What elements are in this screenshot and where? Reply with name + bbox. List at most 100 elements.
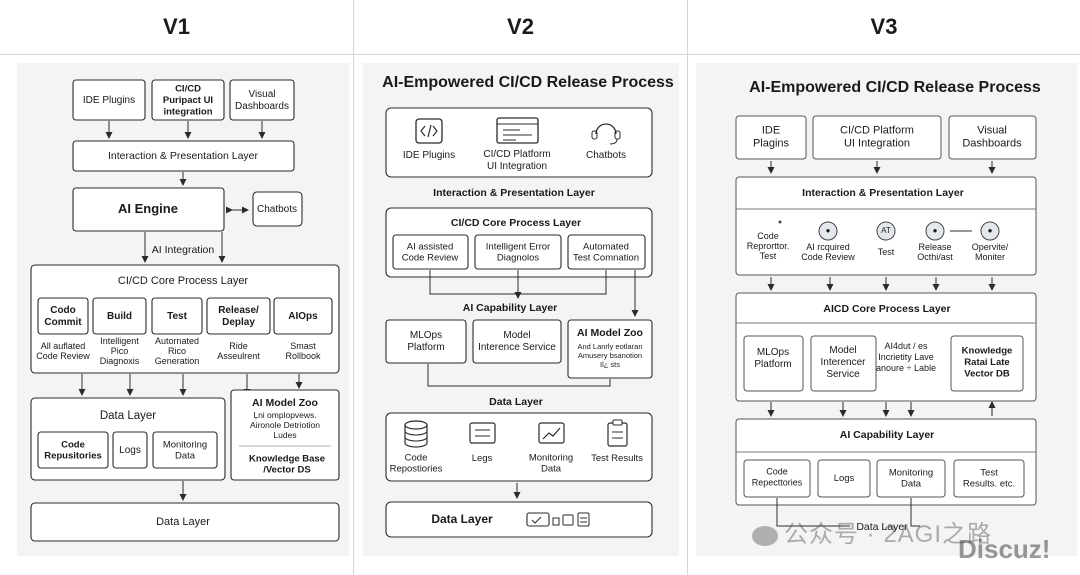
v3-step-icon — [925, 221, 945, 241]
v2-top-label: Chatbots — [586, 150, 626, 161]
v2-bottom-label: Data Layer — [431, 512, 493, 526]
v3-step-icon-label: ● — [826, 226, 831, 235]
v1-top-box — [229, 79, 295, 121]
v3-cap-item — [817, 459, 871, 498]
v2-model-zoo — [567, 319, 653, 379]
v1-core-item — [273, 297, 333, 335]
code-icon — [415, 118, 443, 144]
v1-kb-label: Knowledge Base/Vector DS — [249, 453, 325, 475]
v3-interaction-label: Interaction & Presentation Layer — [802, 187, 964, 199]
v1-data-title: Data Layer — [100, 410, 156, 422]
v2-top-label: IDE Plugins — [403, 150, 455, 161]
watermark-text: 公众号 · 2AGI之路 — [784, 521, 993, 548]
v1-integration-label: AI Integration — [152, 244, 215, 256]
v1-core-item — [151, 297, 203, 335]
v1-core-title: CI/CD Core Process Layer — [118, 275, 249, 287]
wechat-icon — [752, 525, 778, 546]
v2-core-item — [567, 234, 646, 270]
v1-chatbots-label: Chatbots — [257, 204, 297, 215]
column-header-v3: V3 — [688, 0, 1080, 55]
v1-core-item — [92, 297, 147, 335]
v1-core-item-label: Test — [167, 311, 187, 322]
v3-core-title: AICD Core Process Layer — [823, 303, 950, 315]
v1-core-item-label: Build — [107, 311, 132, 322]
v2-data-item-label: Legs — [472, 453, 493, 464]
clipboard-icon — [607, 419, 628, 447]
v1-core-item-label: Release/Deplay — [218, 305, 259, 328]
v1-core-item — [37, 297, 89, 335]
v1-chatbots-box — [252, 191, 303, 227]
monitoring-chart-icon — [538, 422, 565, 444]
v1-top-box — [72, 79, 146, 121]
v1-data-item-label: Logs — [119, 445, 141, 456]
v3-step-label: Opervite/Moniter — [972, 242, 1009, 262]
v3-top-box — [735, 115, 807, 160]
v2-core-item — [392, 234, 469, 270]
v2-data-title: Data Layer — [489, 396, 543, 408]
v3-cap-item — [953, 459, 1025, 498]
column-header-v2: V2 — [354, 0, 687, 55]
discuz-watermark: Discuz! — [958, 534, 1051, 564]
v1-core-item — [206, 297, 271, 335]
v3-step-icon-label: AT — [881, 226, 891, 235]
v2-interaction-label: Interaction & Presentation Layer — [433, 187, 595, 199]
v2-capability-label: AI Capability Layer — [463, 302, 558, 314]
ui-window-icon — [496, 117, 539, 144]
v2-cap-item — [385, 319, 467, 364]
v1-bottom-data-layer — [30, 502, 340, 542]
v2-data-layer — [385, 412, 653, 482]
v1-interaction-label: Interaction & Presentation Layer — [108, 150, 259, 162]
v3-step-icon — [818, 221, 838, 241]
v1-model-zoo — [230, 389, 340, 481]
v1-data-item — [152, 431, 218, 469]
v3-top-box — [948, 115, 1037, 160]
headset-icon — [591, 123, 621, 145]
v2-cap-item — [472, 319, 562, 364]
wechat-watermark: 公众号 · 2AGI之路 — [752, 514, 992, 549]
database-icon — [404, 420, 428, 448]
v3-step-icon — [980, 221, 1000, 241]
v3-step-label: Test — [878, 247, 895, 257]
v2-title: AI-Empowered CI/CD Release Process — [382, 74, 674, 91]
data-glyphs-icon — [526, 512, 590, 527]
column-header-v1: V1 — [0, 0, 353, 55]
v3-top-box — [812, 115, 942, 160]
v3-step-icon — [876, 221, 896, 241]
v1-data-item — [112, 431, 148, 469]
v2-bottom-data-layer — [385, 501, 653, 538]
v2-data-item-label: Test Results — [591, 453, 643, 464]
v3-core-item — [950, 335, 1024, 392]
v3-core-item — [810, 335, 877, 392]
v1-data-item — [37, 431, 109, 469]
v3-core-item — [743, 335, 804, 392]
v3-bottom-label: Data Layer — [856, 521, 908, 533]
v1-ai-engine-label: AI Engine — [118, 201, 178, 216]
v2-core-title: CI/CD Core Process Layer — [451, 217, 581, 229]
v3-step-icon-label: ● — [933, 226, 938, 235]
